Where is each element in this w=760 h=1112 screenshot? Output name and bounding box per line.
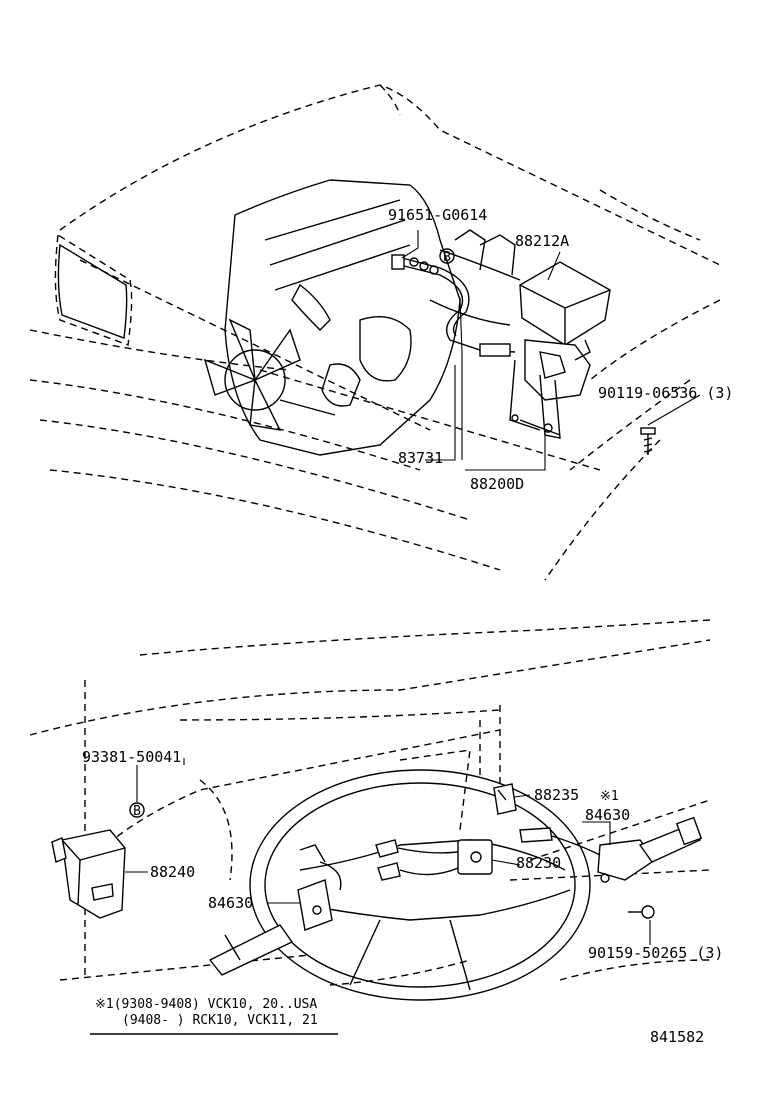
actuator-cover (519, 261, 611, 346)
circle-b-letter: B (133, 804, 141, 819)
label-88230: 88230 (516, 854, 561, 872)
screw-90159 (628, 905, 655, 919)
bolt-90119 (640, 427, 656, 455)
throttle-cable (391, 254, 516, 357)
cruise-actuator (509, 339, 591, 439)
label-88212a: 88212A (515, 232, 569, 250)
footnote-line-1: ※1(9308-9408) VCK10, 20..USA (95, 997, 317, 1012)
label-88240: 88240 (150, 863, 195, 881)
label-88235: 88235 (534, 786, 579, 804)
label-91651-g0614: 91651-G0614 (388, 206, 487, 224)
circle-b-letter: B (443, 250, 451, 265)
illustration-number: 841582 (650, 1028, 704, 1046)
turn-signal-stalk (208, 924, 294, 976)
circle-b-marker-bottom: B (129, 802, 145, 819)
label-93381-50041: 93381-50041 (82, 748, 181, 766)
horn-wire-harness (375, 839, 459, 881)
engine-block (203, 179, 521, 456)
combination-switch-left (297, 844, 342, 931)
circle-b-marker-top: B (439, 248, 455, 265)
engine-bay-outline (29, 84, 721, 581)
steering-wheel (249, 769, 591, 1001)
cruise-control-computer (51, 829, 126, 919)
label-83731: 83731 (398, 449, 443, 467)
label-84630-right: 84630 (585, 806, 630, 824)
connector-88235 (493, 783, 517, 815)
leader-lines-bottom (125, 758, 651, 945)
label-88200d: 88200D (470, 475, 524, 493)
label-note-mark: ※1 (600, 789, 619, 804)
cruise-control-switch (519, 816, 703, 883)
footnote-line-2: (9408- ) RCK10, VCK11, 21 (122, 1013, 318, 1028)
leader-lines-top (401, 230, 701, 471)
label-90159-50265: 90159-50265 (3) (588, 944, 723, 962)
label-84630-left: 84630 (208, 894, 253, 912)
label-90119-06536: 90119-06536 (3) (598, 384, 733, 402)
